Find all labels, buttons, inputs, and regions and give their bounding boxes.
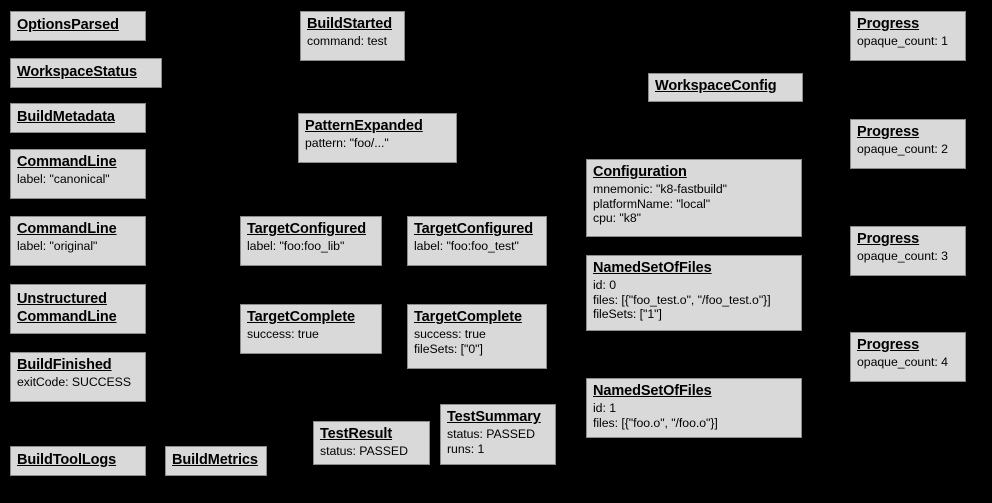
node-fields: opaque_count: 1 [857,34,959,49]
node-fields: exitCode: SUCCESS [17,375,139,390]
node-field: exitCode: SUCCESS [17,375,131,390]
node-field: opaque_count: 4 [857,355,948,370]
node-fields: opaque_count: 2 [857,142,959,157]
node-title: BuildToolLogs [17,451,117,468]
node-field: label: "foo:foo_test" [414,239,519,254]
node-field: fileSets: ["1"] [593,307,662,322]
node-field: opaque_count: 1 [857,34,948,49]
node-field: files: [{"foo.o", "/foo.o"}] [593,415,718,430]
node-field: id: 1 [593,401,616,416]
node-title: BuildFinished [17,357,112,373]
node-fields: pattern: "foo/..." [305,136,450,151]
node-field: success: true [414,327,486,342]
node-field: label: "canonical" [17,172,110,187]
node-title: CommandLine [17,154,117,170]
event-node-build-finished[interactable]: BuildFinished exitCode: SUCCESS [10,352,146,402]
node-title: Progress [857,337,920,353]
node-title: Progress [857,16,920,32]
node-title: TargetConfigured [247,221,366,237]
node-field: fileSets: ["0"] [414,341,483,356]
node-fields: label: "canonical" [17,172,139,187]
event-node-build-metadata[interactable]: BuildMetadata [10,103,146,133]
event-node-build-tool-logs[interactable]: BuildToolLogs [10,446,146,476]
node-field: command: test [307,34,387,49]
node-fields: status: PASSED [320,444,423,459]
event-node-command-line-canonical[interactable]: CommandLine label: "canonical" [10,149,146,199]
node-fields: label: "foo:foo_lib" [247,239,375,254]
event-node-progress-2[interactable]: Progress opaque_count: 2 [850,119,966,169]
node-title-line: CommandLine [17,308,117,325]
node-field: status: PASSED [447,427,535,442]
node-title: WorkspaceStatus [17,63,137,80]
node-title: TargetConfigured [414,221,533,237]
node-title: WorkspaceConfig [655,78,777,95]
event-node-workspace-config[interactable]: WorkspaceConfig [648,73,803,102]
node-field: opaque_count: 3 [857,249,948,264]
node-fields: command: test [307,34,398,49]
node-field: opaque_count: 2 [857,142,948,157]
node-field: mnemonic: "k8-fastbuild" [593,182,727,197]
node-field: status: PASSED [320,444,408,459]
event-node-target-configured-foo-test[interactable]: TargetConfigured label: "foo:foo_test" [407,216,547,266]
node-title: NamedSetOfFiles [593,260,712,276]
node-field: label: "foo:foo_lib" [247,239,345,254]
node-field: pattern: "foo/..." [305,136,389,151]
node-fields: success: true [247,327,375,342]
event-node-progress-3[interactable]: Progress opaque_count: 3 [850,226,966,276]
event-node-test-result[interactable]: TestResult status: PASSED [313,421,430,465]
node-title-line: Unstructured [17,291,107,308]
node-title: Progress [857,124,920,140]
node-field: cpu: "k8" [593,211,641,226]
node-fields: mnemonic: "k8-fastbuild"platformName: "l… [593,182,795,226]
node-field: platformName: "local" [593,196,711,211]
event-node-configuration[interactable]: Configuration mnemonic: "k8-fastbuild"pla… [586,159,802,237]
node-title: Progress [857,231,920,247]
event-node-progress-1[interactable]: Progress opaque_count: 1 [850,11,966,61]
event-node-target-complete-foo-lib[interactable]: TargetComplete success: true [240,304,382,354]
node-fields: label: "original" [17,239,139,254]
node-fields: opaque_count: 4 [857,355,959,370]
node-field: label: "original" [17,239,98,254]
event-node-build-metrics[interactable]: BuildMetrics [165,446,267,476]
node-title: NamedSetOfFiles [593,383,712,399]
node-title: TargetComplete [414,309,522,325]
node-title: Configuration [593,164,687,180]
node-title: OptionsParsed [17,16,119,33]
event-node-progress-4[interactable]: Progress opaque_count: 4 [850,332,966,382]
node-title: CommandLine [17,221,117,237]
node-field: id: 0 [593,278,616,293]
node-field: runs: 1 [447,441,485,456]
node-title: TestSummary [447,409,541,425]
node-title: BuildMetadata [17,108,115,125]
event-node-pattern-expanded[interactable]: PatternExpanded pattern: "foo/..." [298,113,457,163]
event-node-workspace-status[interactable]: WorkspaceStatus [10,58,162,88]
node-title: BuildMetrics [172,451,258,468]
node-field: files: [{"foo_test.o", "/foo_test.o"}] [593,292,771,307]
event-node-target-configured-foo-lib[interactable]: TargetConfigured label: "foo:foo_lib" [240,216,382,266]
node-title: TestResult [320,426,393,442]
node-title: TargetComplete [247,309,355,325]
node-title: PatternExpanded [305,118,423,134]
event-node-options-parsed[interactable]: OptionsParsed [10,11,146,41]
node-field: success: true [247,327,319,342]
event-node-build-started[interactable]: BuildStarted command: test [300,11,405,61]
node-fields: label: "foo:foo_test" [414,239,540,254]
node-title: BuildStarted [307,16,393,32]
event-node-command-line-original[interactable]: CommandLine label: "original" [10,216,146,266]
node-fields: opaque_count: 3 [857,249,959,264]
